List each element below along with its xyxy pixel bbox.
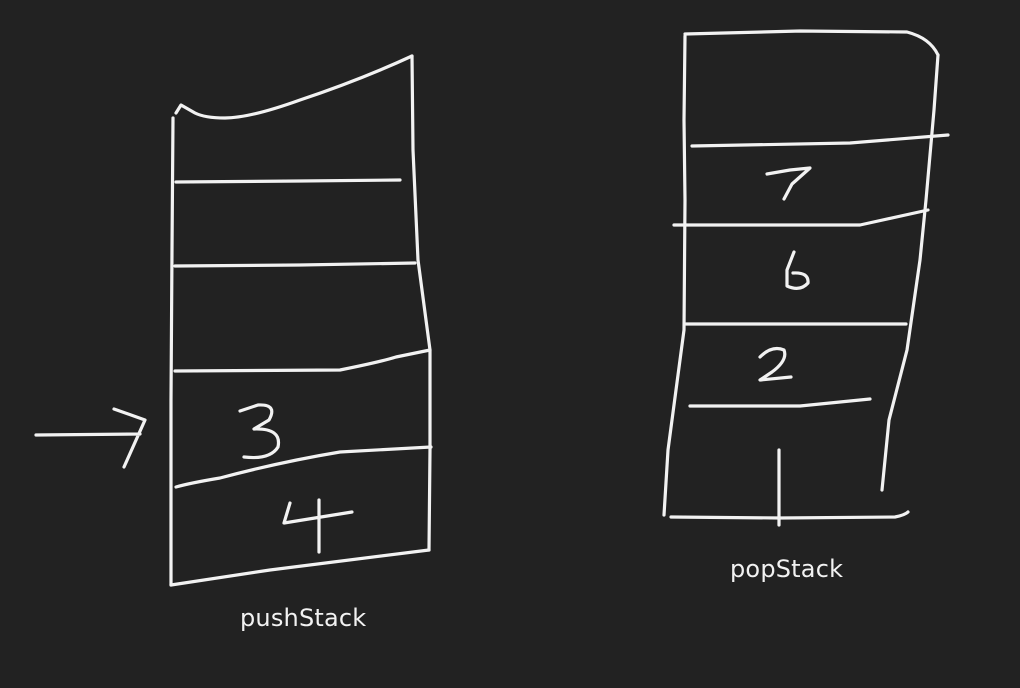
pop-cell-value-6 bbox=[785, 250, 810, 290]
pop-stack-divider-4 bbox=[688, 397, 872, 408]
pop-stack-left-wall bbox=[662, 34, 687, 517]
pop-stack-divider-2 bbox=[672, 208, 930, 227]
pop-stack-divider-1 bbox=[690, 133, 950, 148]
push-stack-divider-4 bbox=[174, 445, 433, 489]
push-stack-top-edge bbox=[174, 54, 414, 120]
push-stack-divider-2 bbox=[173, 261, 417, 268]
push-stack-divider-1 bbox=[174, 178, 402, 184]
pop-cell-value-7 bbox=[765, 166, 812, 201]
push-stack-right-wall bbox=[410, 54, 432, 552]
push-stack-left-wall bbox=[169, 116, 175, 587]
push-stack-bottom-edge bbox=[169, 548, 431, 587]
push-pointer-arrow-icon bbox=[34, 407, 147, 469]
pop-stack-top-edge bbox=[683, 29, 940, 57]
pop-stack bbox=[662, 29, 950, 527]
push-stack-divider-3 bbox=[173, 348, 432, 373]
push-stack bbox=[34, 54, 433, 587]
pop-cell-value-2 bbox=[758, 346, 793, 382]
pop-stack-bottom-edge bbox=[669, 510, 910, 520]
pop-stack-label: popStack bbox=[730, 555, 844, 583]
pop-stack-right-wall bbox=[880, 53, 940, 492]
push-cell-value-4 bbox=[282, 498, 354, 554]
push-cell-value-3 bbox=[238, 403, 281, 460]
push-stack-label: pushStack bbox=[240, 604, 367, 632]
